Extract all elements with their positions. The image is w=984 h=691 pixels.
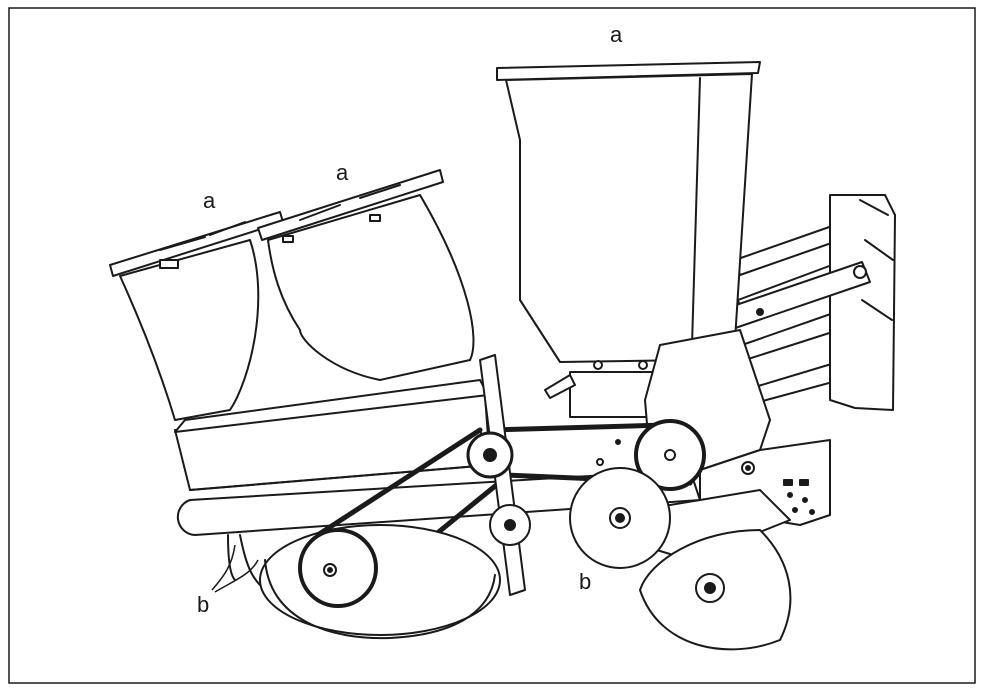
label-b-left-tube: b (197, 592, 210, 617)
seed-tubes (227, 534, 261, 586)
parallel-linkage (697, 194, 896, 411)
hopper-middle (257, 169, 475, 381)
label-a-left-hopper: a (203, 188, 216, 213)
label-b-middle-tube: b (579, 569, 592, 594)
label-a-tall-hopper: a (610, 22, 623, 47)
wheels (259, 467, 792, 651)
leader-line-b-left-2 (214, 559, 259, 593)
figure-border (8, 7, 976, 684)
main-frame (174, 379, 701, 536)
leader-line-b-left (211, 544, 236, 591)
label-a-middle-hopper: a (336, 160, 349, 185)
hopper-left (109, 211, 284, 421)
drive-pulley (298, 528, 378, 608)
drive-system (307, 354, 706, 603)
